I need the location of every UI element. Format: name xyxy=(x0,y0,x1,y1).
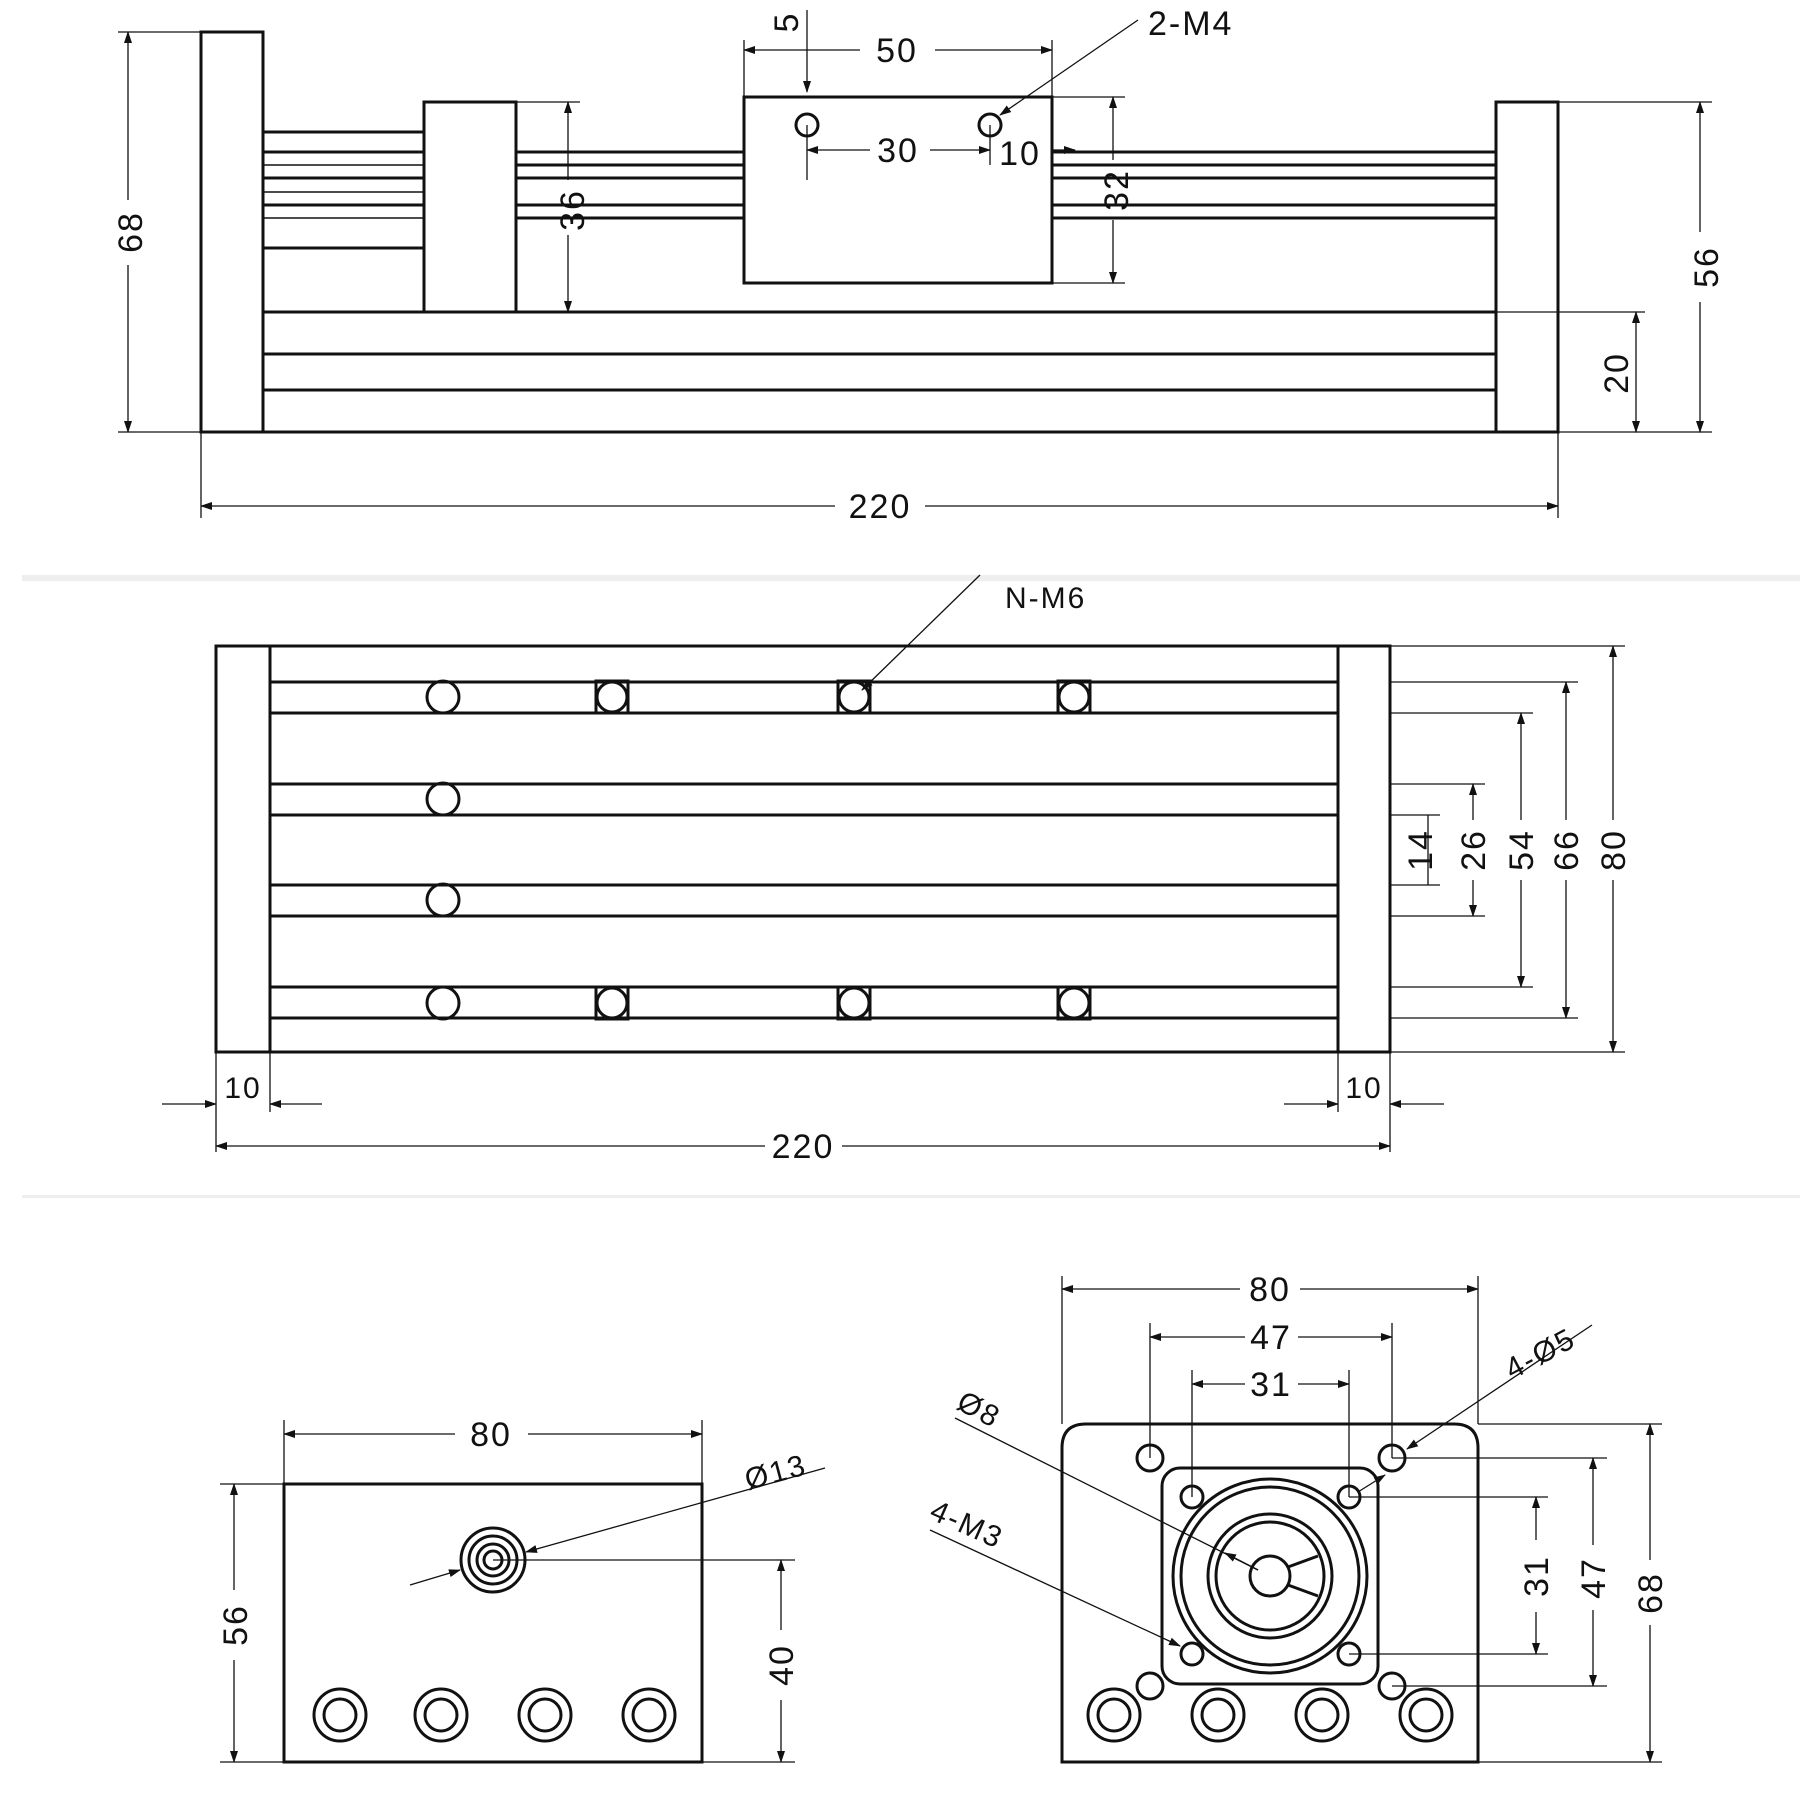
bearing-block xyxy=(422,100,518,314)
dim-end-right-31h: 31 xyxy=(1518,1555,1556,1597)
profile-base xyxy=(261,310,1498,434)
dim-hole-edge: 10 xyxy=(999,135,1041,173)
dim-top-end-left: 10 xyxy=(224,1072,261,1105)
motor-flange xyxy=(1160,1466,1380,1686)
callout-2-m4: 2-M4 xyxy=(1148,5,1233,43)
left-end-plate xyxy=(199,30,265,434)
dim-top-26: 26 xyxy=(1455,829,1493,871)
dim-top-54: 54 xyxy=(1503,829,1541,871)
dim-end-right-80: 80 xyxy=(1249,1271,1291,1309)
dim-top-length: 220 xyxy=(772,1128,835,1166)
end-view-left: 80 56 40 Ø13 xyxy=(217,1416,826,1764)
side-view: 220 68 56 20 50 5 30 10 36 32 2-M4 xyxy=(112,5,1726,526)
end-left-dimensions xyxy=(220,1420,826,1763)
callout-diameter-13: Ø13 xyxy=(741,1449,810,1497)
dim-end-right-68: 68 xyxy=(1632,1572,1670,1614)
motor-face xyxy=(1171,1477,1369,1675)
top-view: 220 10 10 14 26 54 66 80 N-M6 xyxy=(162,574,1633,1166)
view-separator-2 xyxy=(22,1195,1800,1198)
callout-4-d5: 4-Ø5 xyxy=(1500,1322,1581,1386)
dim-rail-height-left: 36 xyxy=(554,189,592,231)
dim-top-end-right: 10 xyxy=(1345,1072,1382,1105)
m6-holes xyxy=(425,679,1092,1021)
view-separator-1 xyxy=(22,575,1800,581)
right-end-plate xyxy=(1494,100,1560,434)
top-dimensions xyxy=(162,574,1625,1152)
dim-end-right-31w: 31 xyxy=(1250,1366,1292,1404)
dim-side-length: 220 xyxy=(849,488,912,526)
end-plate-left xyxy=(282,1482,704,1764)
end-right-dimensions xyxy=(929,1276,1662,1763)
dim-side-profile-height: 20 xyxy=(1598,352,1636,394)
carriage xyxy=(742,95,1054,285)
dim-end-right-47h: 47 xyxy=(1575,1557,1613,1599)
dim-carriage-width: 50 xyxy=(876,32,918,70)
dim-end-left-width: 80 xyxy=(470,1416,512,1454)
mounting-holes-right xyxy=(1086,1687,1454,1743)
guide-rails xyxy=(263,130,1496,250)
dim-top-66: 66 xyxy=(1548,829,1586,871)
dim-end-right-47w: 47 xyxy=(1250,1319,1292,1357)
motor-plate xyxy=(1060,1422,1480,1764)
dim-rail-height-right: 32 xyxy=(1098,169,1136,211)
top-slots xyxy=(270,680,1338,1020)
dim-hole-pitch: 30 xyxy=(877,132,919,170)
callout-n-m6: N-M6 xyxy=(1005,582,1086,615)
dim-top-14: 14 xyxy=(1402,829,1440,871)
side-dimensions xyxy=(118,10,1712,518)
callout-d8: Ø8 xyxy=(952,1385,1006,1435)
end-view-right: 80 47 31 68 47 31 4-Ø5 Ø8 4-M3 xyxy=(925,1271,1670,1764)
callout-4-m3: 4-M3 xyxy=(925,1494,1008,1555)
dim-side-total-height: 68 xyxy=(112,211,150,253)
bolt-holes-5 xyxy=(1135,1443,1407,1701)
dim-side-right-height: 56 xyxy=(1688,246,1726,288)
mounting-holes-left xyxy=(312,1687,677,1743)
dim-top-80: 80 xyxy=(1595,829,1633,871)
dim-end-left-height: 56 xyxy=(217,1604,255,1646)
dim-end-left-shaft: 40 xyxy=(763,1644,801,1686)
top-outline xyxy=(214,644,1392,1054)
dim-hole-offset: 5 xyxy=(768,12,806,33)
